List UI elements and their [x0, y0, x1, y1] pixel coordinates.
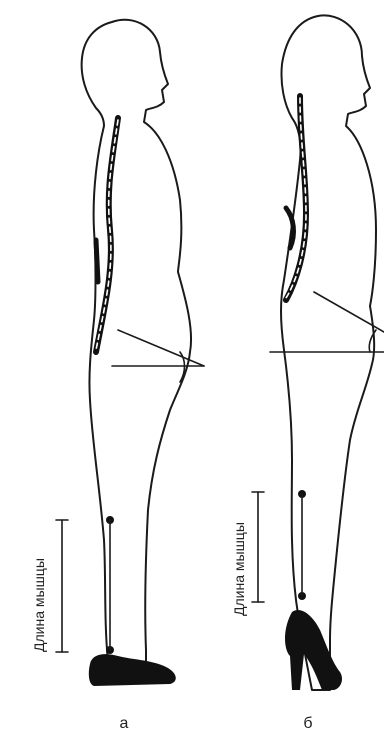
left-lumbar-marker	[96, 240, 98, 282]
right-panel-letter: б	[303, 715, 312, 732]
right-high-heel-shoe	[285, 610, 342, 690]
right-lumbar-marker	[286, 208, 293, 248]
left-muscle-length-label: Длина мышцы	[31, 558, 47, 652]
left-panel-letter: а	[120, 715, 129, 732]
right-tilt-line	[314, 292, 384, 332]
right-muscle-length-label: Длина мышцы	[231, 522, 247, 616]
left-flat-shoe	[89, 654, 176, 686]
right-figure	[252, 15, 384, 690]
left-figure	[56, 20, 204, 686]
